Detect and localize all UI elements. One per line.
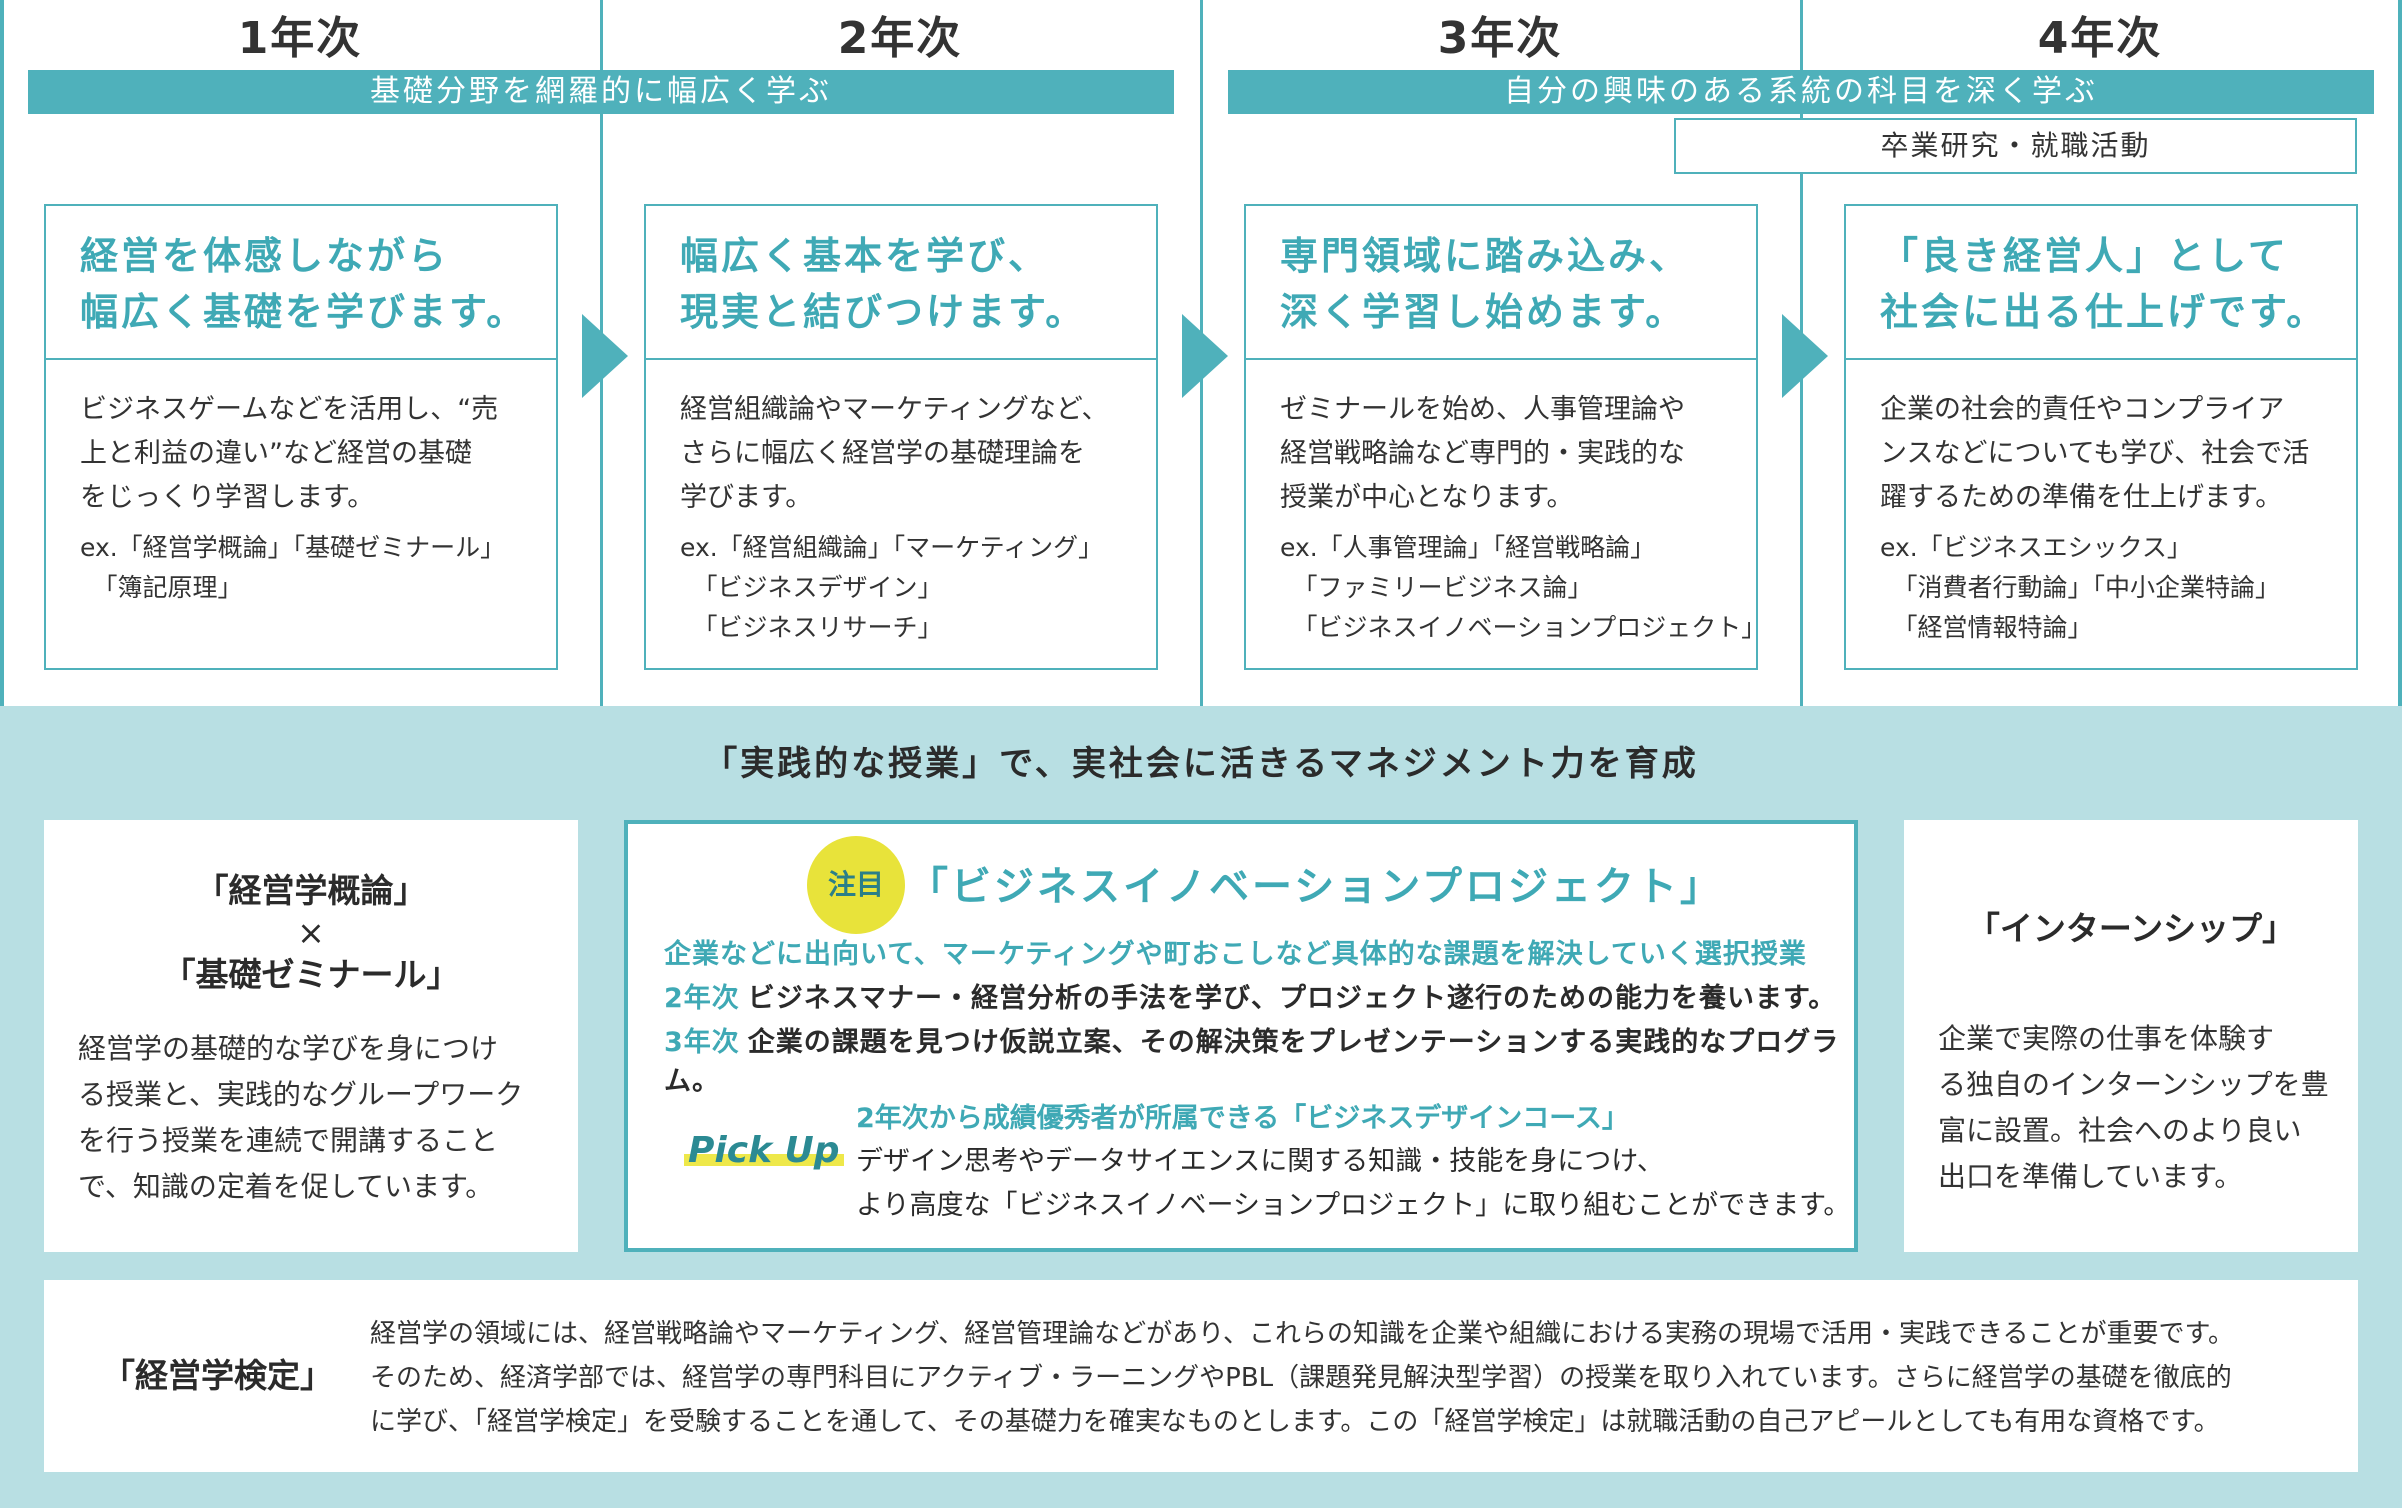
year2-line: 2年次ビジネスマナー・経営分析の手法を学び、プロジェクト遂行のための能力を養いま… bbox=[664, 976, 1836, 1015]
internship-description: 企業で実際の仕事を体験す る独自のインターンシップを豊 富に設置。社会へのより良… bbox=[1938, 1022, 2329, 1193]
box-title-2: 「基礎ゼミナール」 bbox=[162, 955, 460, 994]
year-label-2: 2年次 bbox=[837, 13, 963, 64]
featured-badge: 注目 bbox=[807, 836, 905, 934]
pickup-label: Pick Up bbox=[684, 1130, 844, 1171]
section-headline: 「実践的な授業」で、実社会に活きるマネジメント力を育成 bbox=[703, 744, 1699, 784]
arrow-right-icon bbox=[1782, 314, 1828, 398]
course-pair-box: 「経営学概論」 × 「基礎ゼミナール」 経営学の基礎的な学びを身につけ る授業と… bbox=[44, 820, 578, 1252]
card-description: 企業の社会的責任やコンプライア ンスなどについても学び、社会で活 躍するための準… bbox=[1880, 394, 2310, 513]
card-examples: ex.「ビジネスエシックス」 「消費者行動論」「中小企業特論」 「経営情報特論」 bbox=[1880, 533, 2281, 642]
box-title-1: 「経営学概論」 bbox=[195, 871, 427, 910]
arrow-right-icon bbox=[582, 314, 628, 398]
year2-text: ビジネスマナー・経営分析の手法を学び、プロジェクト遂行のための能力を養います。 bbox=[747, 983, 1837, 1014]
year-label-1: 1年次 bbox=[237, 13, 363, 64]
internship-title: 「インターンシップ」 bbox=[1966, 909, 2296, 948]
box-description: 経営学の基礎的な学びを身につけ る授業と、実践的なグループワーク を行う授業を連… bbox=[78, 1032, 524, 1203]
year3-text: 企業の課題を見つけ仮説立案、その解決策をプレゼンテーションする実践的なプログラム… bbox=[664, 1027, 1840, 1097]
band-basic-fields: 基礎分野を網羅的に幅広く学ぶ bbox=[28, 70, 1174, 114]
card-description: 経営組織論やマーケティングなど、 さらに幅広く経営学の基礎理論を 学びます。 bbox=[680, 394, 1109, 513]
year-card-2: 幅広く基本を学び、 現実と結びつけます。 経営組織論やマーケティングなど、 さら… bbox=[644, 204, 1158, 670]
times-icon: × bbox=[297, 913, 325, 952]
innovation-project-box: 注目 「ビジネスイノベーションプロジェクト」 企業などに出向いて、マーケティング… bbox=[624, 820, 1858, 1252]
year-card-4: 「良き経営人」として 社会に出る仕上げです。 企業の社会的責任やコンプライア ン… bbox=[1844, 204, 2358, 670]
exam-description: 経営学の領域には、経営戦略論やマーケティング、経営管理論などがあり、これらの知識… bbox=[370, 1319, 2234, 1437]
card-examples: ex.「経営学概論」「基礎ゼミナール」 「簿記原理」 bbox=[80, 533, 506, 602]
frame-right-line bbox=[2398, 0, 2402, 706]
year-card-1: 経営を体感しながら 幅広く基礎を学びます。 ビジネスゲームなどを活用し、“売 上… bbox=[44, 204, 558, 670]
year-label-3: 3年次 bbox=[1437, 13, 1563, 64]
band-graduation-research: 卒業研究・就職活動 bbox=[1674, 118, 2357, 174]
pickup-heading: 2年次から成績優秀者が所属できる「ビジネスデザインコース」 bbox=[856, 1103, 1629, 1134]
card-description: ゼミナールを始め、人事管理論や 経営戦略論など専門的・実践的な 授業が中心となり… bbox=[1280, 394, 1685, 513]
year2-tag: 2年次 bbox=[664, 983, 740, 1014]
card-examples: ex.「人事管理論」「経営戦略論」 「ファミリービジネス論」 「ビジネスイノベー… bbox=[1280, 533, 1767, 642]
pickup-description: デザイン思考やデータサイエンスに関する知識・技能を身につけ、 より高度な「ビジネ… bbox=[856, 1146, 1851, 1221]
card-heading: 専門領域に踏み込み、 深く学習し始めます。 bbox=[1246, 206, 1756, 360]
card-heading: 「良き経営人」として 社会に出る仕上げです。 bbox=[1846, 206, 2356, 360]
arrow-right-icon bbox=[1182, 314, 1228, 398]
card-heading: 幅広く基本を学び、 現実と結びつけます。 bbox=[646, 206, 1156, 360]
internship-box: 「インターンシップ」 企業で実際の仕事を体験す る独自のインターンシップを豊 富… bbox=[1904, 820, 2358, 1252]
card-examples: ex.「経営組織論」「マーケティング」 「ビジネスデザイン」 「ビジネスリサーチ… bbox=[680, 533, 1104, 642]
band-deep-study: 自分の興味のある系統の科目を深く学ぶ bbox=[1228, 70, 2374, 114]
card-heading: 経営を体感しながら 幅広く基礎を学びます。 bbox=[46, 206, 556, 360]
management-exam-box: 「経営学検定」 経営学の領域には、経営戦略論やマーケティング、経営管理論などがあ… bbox=[44, 1280, 2358, 1472]
project-lead: 企業などに出向いて、マーケティングや町おこしなど具体的な課題を解決していく選択授… bbox=[664, 939, 1807, 970]
year3-tag: 3年次 bbox=[664, 1027, 740, 1058]
year-card-3: 専門領域に踏み込み、 深く学習し始めます。 ゼミナールを始め、人事管理論や 経営… bbox=[1244, 204, 1767, 670]
year3-line: 3年次企業の課題を見つけ仮説立案、その解決策をプレゼンテーションする実践的なプロ… bbox=[664, 1020, 1854, 1098]
year-label-4: 4年次 bbox=[2037, 13, 2163, 64]
exam-label: 「経営学検定」 bbox=[102, 1356, 333, 1395]
card-description: ビジネスゲームなどを活用し、“売 上と利益の違い”など経営の基礎 をじっくり学習… bbox=[80, 394, 499, 513]
frame-left-line bbox=[0, 0, 4, 706]
project-title: 「ビジネスイノベーションプロジェクト」 bbox=[908, 864, 1723, 910]
